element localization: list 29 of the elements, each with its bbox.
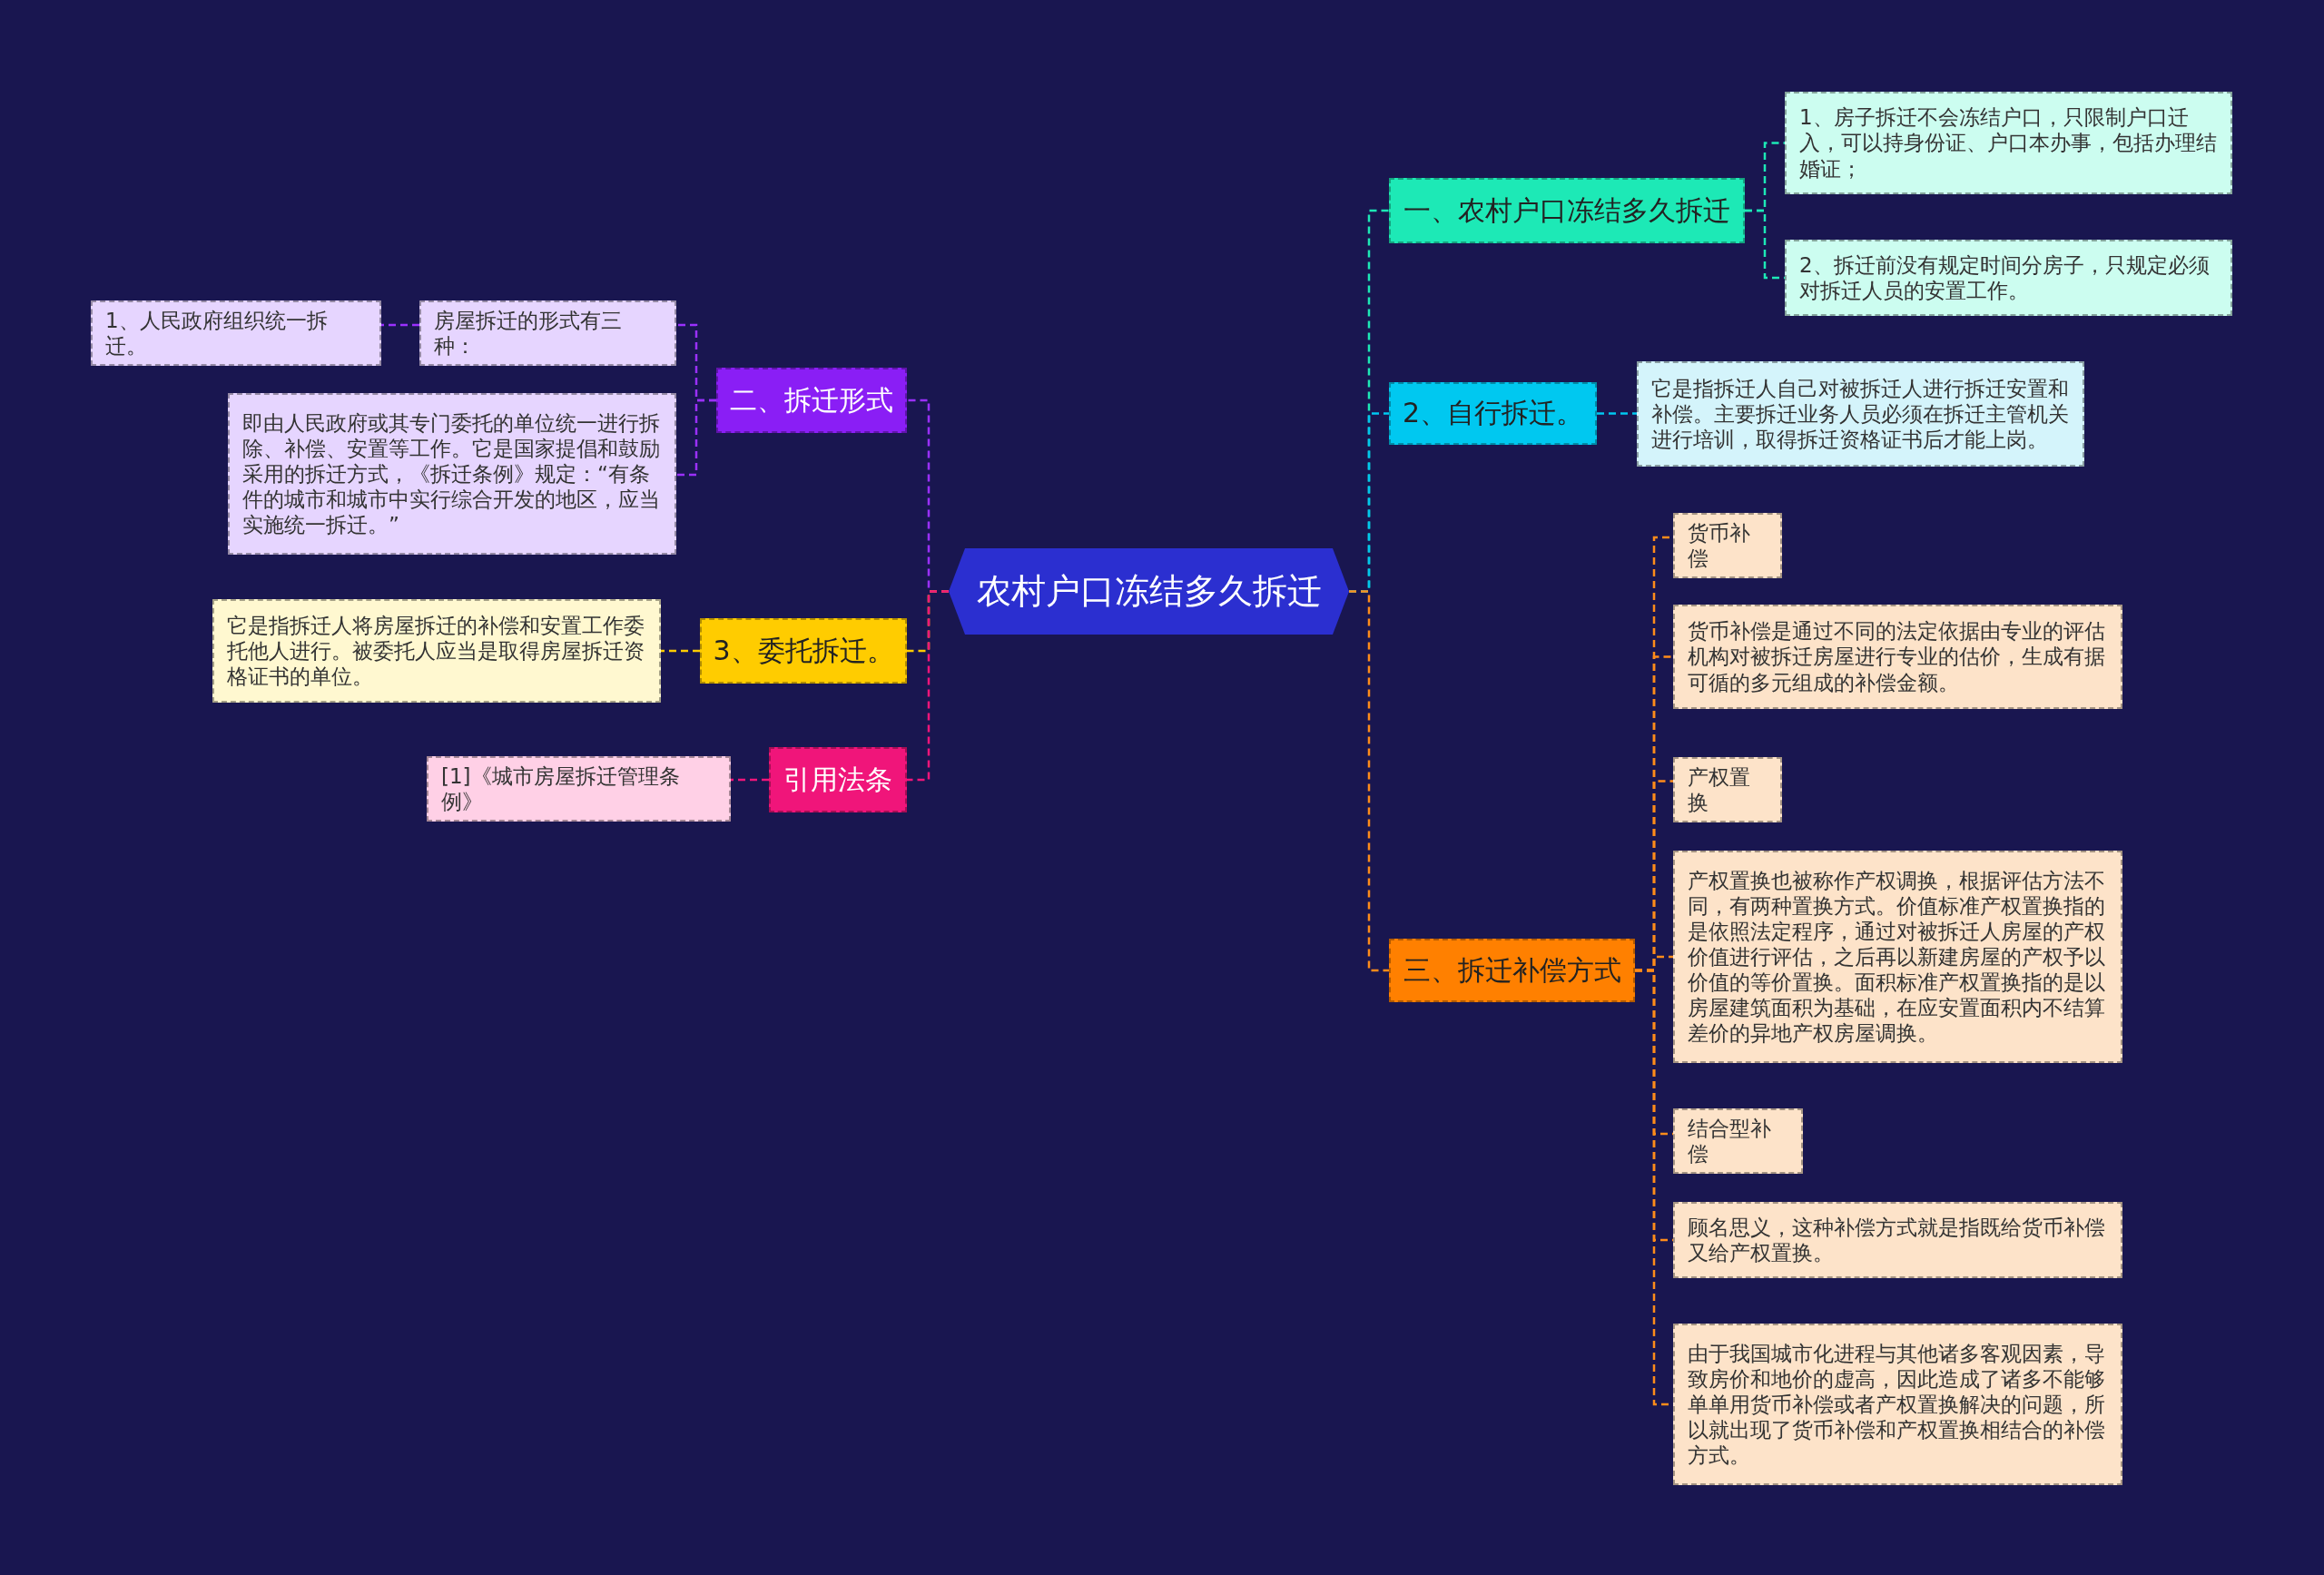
- note-box: 产权置换: [1673, 757, 1782, 823]
- note-box: 房屋拆迁的形式有三种：: [419, 300, 676, 367]
- note-box: 1、人民政府组织统一拆迁。: [91, 300, 381, 367]
- topic-box: 引用法条: [769, 747, 907, 812]
- connector-line: [1349, 590, 1389, 972]
- note-box: 2、拆迁前没有规定时间分房子，只规定必须对拆迁人员的安置工作。: [1785, 240, 2232, 316]
- note-box: [1]《城市房屋拆迁管理条例》: [427, 756, 731, 822]
- connector-line: [381, 323, 419, 327]
- note-box: 货币补偿: [1673, 513, 1782, 579]
- topic-box: 2、自行拆迁。: [1389, 382, 1597, 445]
- note-box: 1、房子拆迁不会冻结户口，只限制户口迁入，可以持身份证、户口本办事，包括办理结婚证；: [1785, 92, 2232, 194]
- note-box: 货币补偿是通过不同的法定依据由专业的评估机构对被拆迁房屋进行专业的估价，生成有据可循的多元组成的补偿金额。: [1673, 605, 2122, 709]
- note-box: 由于我国城市化进程与其他诸多客观因素，导致房价和地价的虚高，因此造成了诸多不能够单单用货币补偿或者产权置换解决的问题，所以就出现了货币补偿和产权置换相结合的补偿方式。: [1673, 1324, 2122, 1485]
- topic-box: 一、农村户口冻结多久拆迁: [1389, 178, 1745, 243]
- connector-line: [1597, 412, 1637, 415]
- topic-box: 三、拆迁补偿方式: [1389, 939, 1635, 1002]
- note-box: 即由人民政府或其专门委托的单位统一进行拆除、补偿、安置等工作。它是国家提倡和鼓励采用的拆迁方式，《拆迁条例》规定：“有条件的城市和城市中实行综合开发的地区，应当实施统一拆迁。”: [228, 393, 676, 555]
- note-box: 它是指拆迁人将房屋拆迁的补偿和安置工作委托他人进行。被委托人应当是取得房屋拆迁资格证书的单位。: [212, 599, 661, 703]
- connector-line: [676, 399, 716, 477]
- connector-line: [731, 778, 769, 782]
- connector-line: [907, 590, 949, 782]
- topic-box: 3、委托拆迁。: [700, 618, 907, 684]
- note-box: 结合型补偿: [1673, 1108, 1803, 1175]
- note-box: 它是指拆迁人自己对被拆迁人进行拆迁安置和补偿。主要拆迁业务人员必须在拆迁主管机关进行培训，取得拆迁资格证书后才能上岗。: [1637, 361, 2084, 467]
- note-box: 产权置换也被称作产权调换，根据评估方法不同，有两种置换方式。价值标准产权置换指的是依照法定程序，通过对被拆迁人房屋的产权价值进行评估，之后再以新建房屋的产权予以价值的等价置换。面积标准产权置换指的是以房屋建筑面积为基础，在应安置面积内不结算差价的异地产权房屋调换。: [1673, 851, 2122, 1063]
- note-box: 顾名思义，这种补偿方式就是指既给货币补偿又给产权置换。: [1673, 1202, 2122, 1278]
- central-topic: 农村户口冻结多久拆迁: [949, 548, 1349, 635]
- topic-box: 二、拆迁形式: [716, 368, 907, 433]
- connector-line: [661, 649, 700, 653]
